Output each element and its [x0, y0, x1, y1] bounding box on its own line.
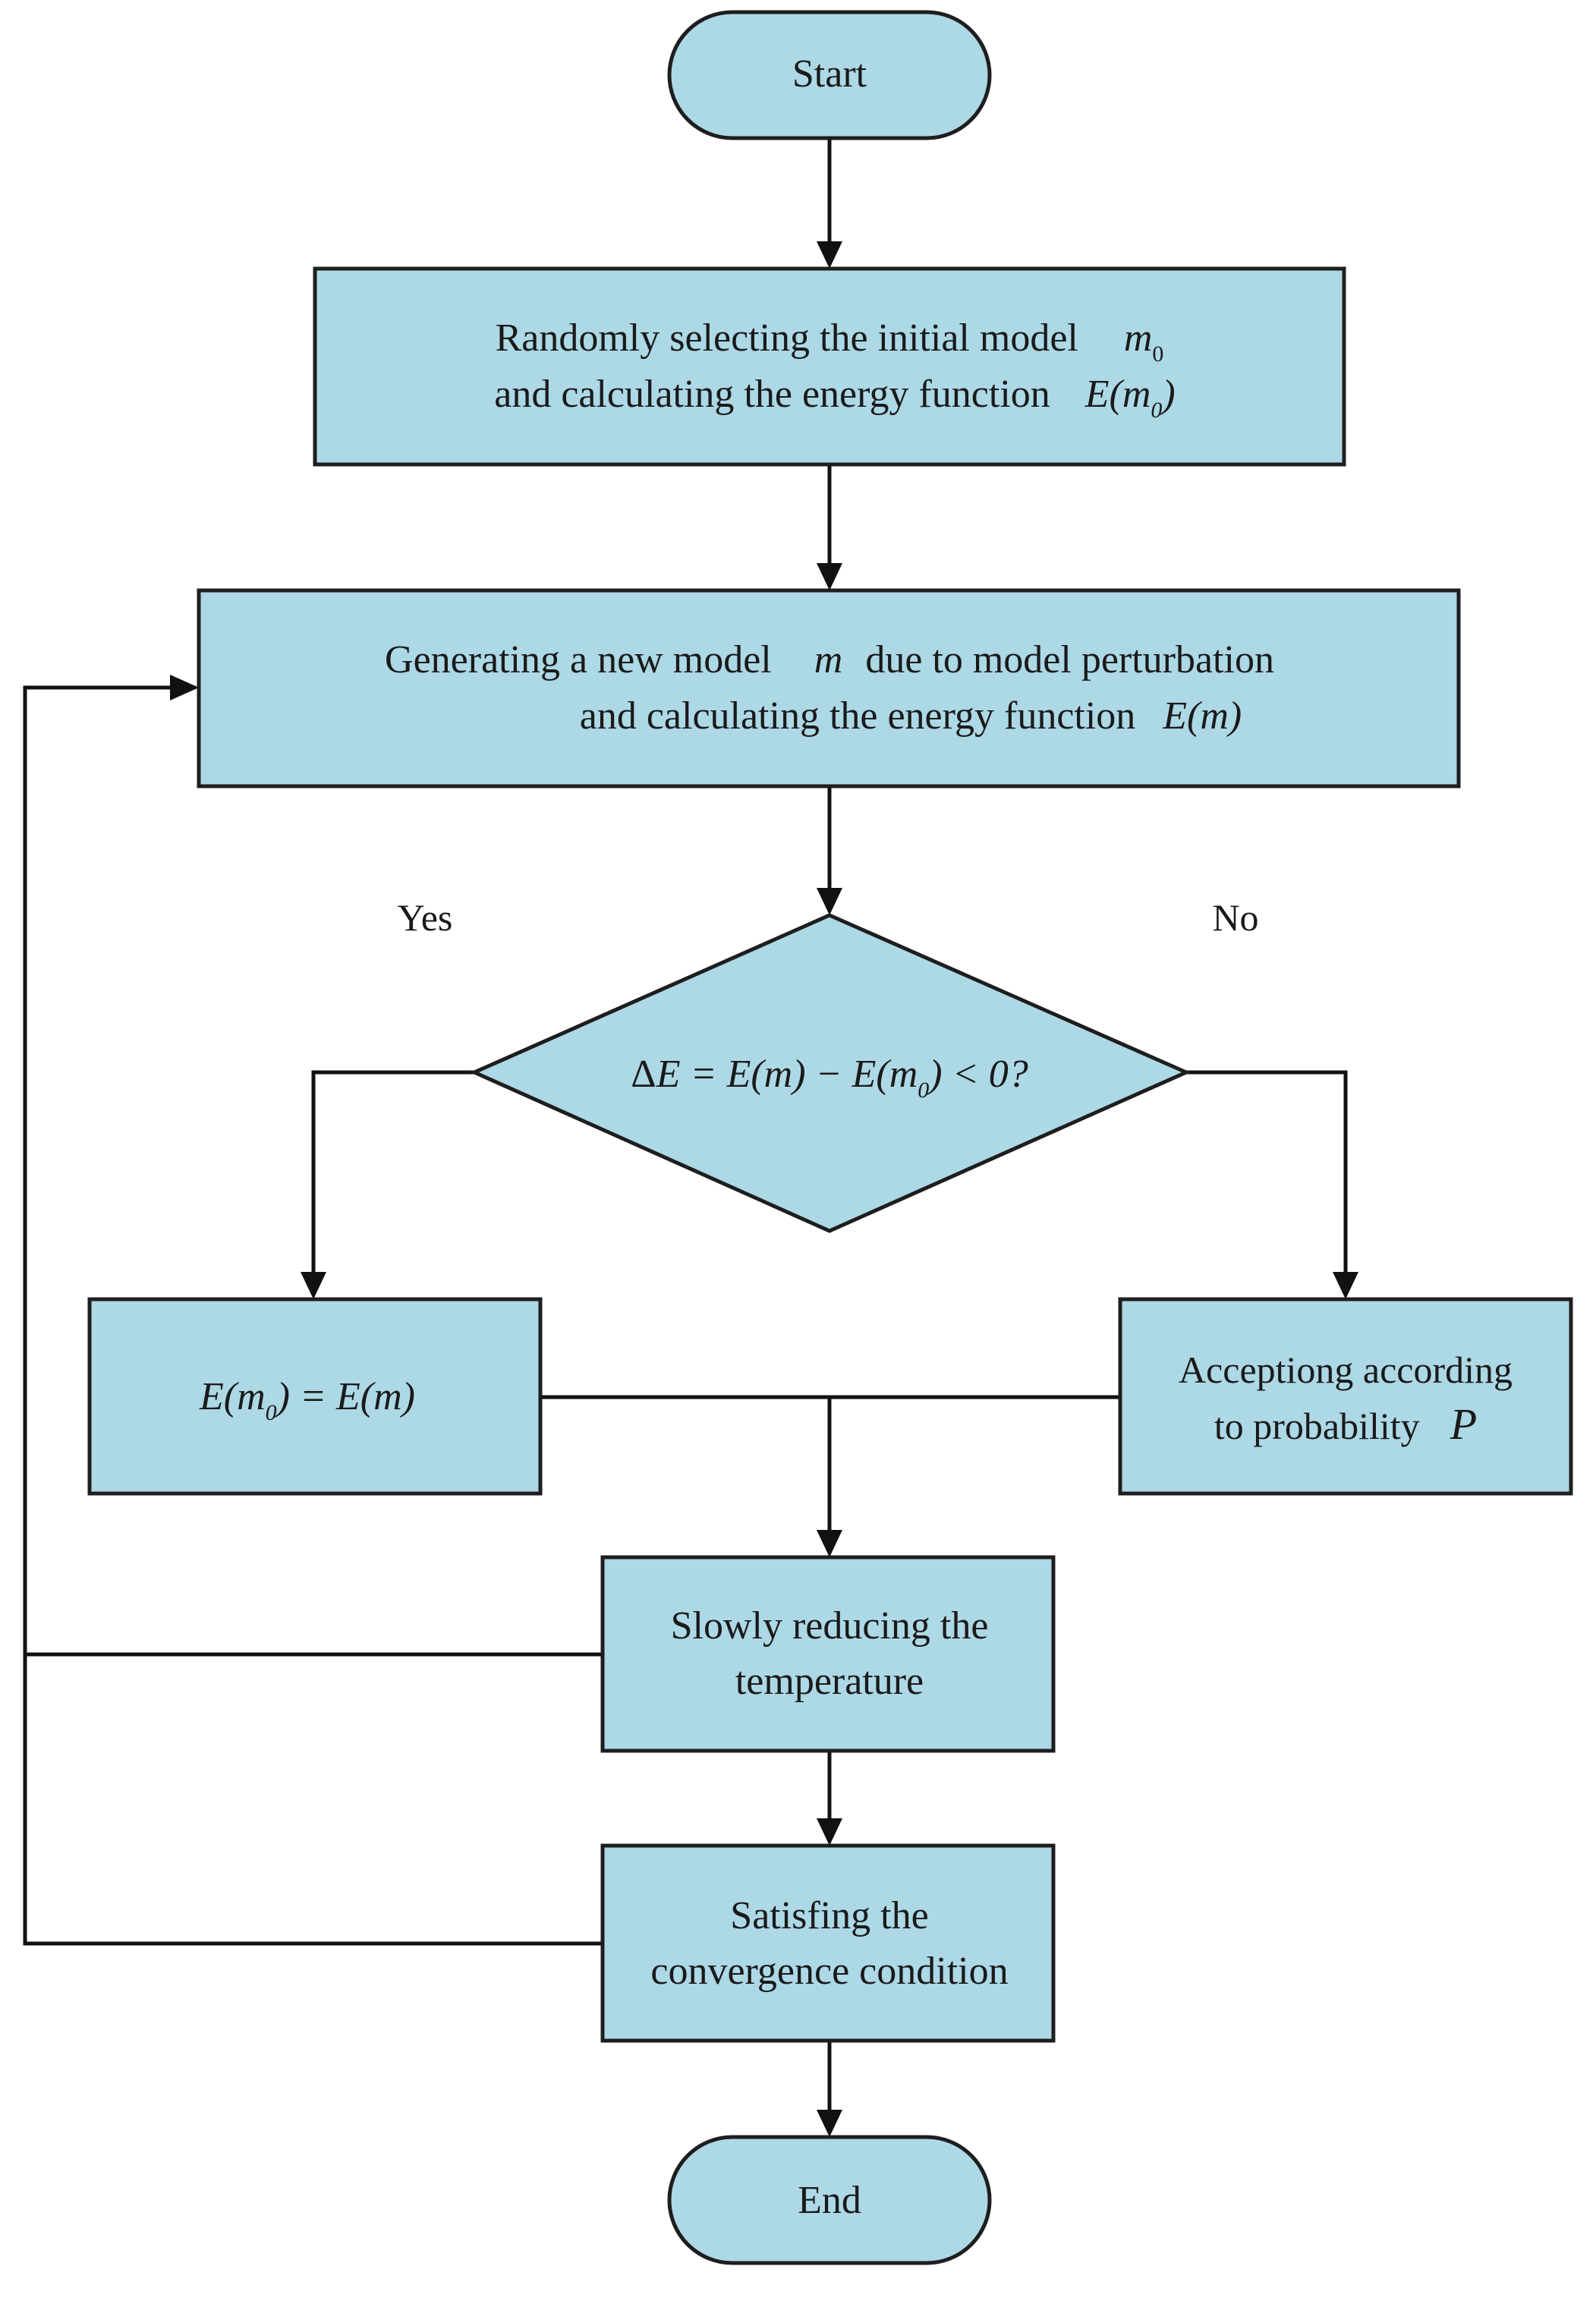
arrowhead: [170, 675, 199, 700]
arrow-decision-yes: [311, 1070, 474, 1272]
probability-line-1: Acceptiong according: [1179, 1349, 1513, 1391]
converge-process: Satisfing the convergence condition: [600, 1843, 1056, 2043]
reduce-process: Slowly reducing the temperature: [600, 1555, 1056, 1753]
arrowhead: [817, 563, 842, 590]
arrowhead: [817, 2110, 842, 2137]
decision-text-a: E = E(m) − E(m: [656, 1053, 918, 1096]
end-terminal: [667, 2135, 992, 2265]
probability-line-2-text: to probability: [1214, 1405, 1420, 1447]
accept-box: [87, 1297, 543, 1496]
probability-process: Acceptiong according to probability P: [1118, 1297, 1573, 1496]
init-box: [313, 266, 1346, 467]
decision-sub: 0: [918, 1078, 929, 1103]
decision-condition: ΔE = E(m) − E(m0) < 0?: [631, 1053, 1028, 1103]
reduce-box: [600, 1555, 1056, 1753]
loop-converge-to-generate: [23, 685, 603, 1946]
probability-box: [1118, 1297, 1573, 1496]
probability-line-2: to probability P: [1214, 1399, 1477, 1449]
converge-box: [600, 1843, 1056, 2043]
init-line-2-text: and calculating the energy function: [494, 373, 1050, 416]
decision-text-b: ) < 0?: [927, 1053, 1028, 1096]
generate-math-e: E(m): [1162, 694, 1242, 738]
arrow-decision-no: [1186, 1070, 1348, 1272]
accept-equation: E(m0) = E(m): [199, 1375, 415, 1425]
init-line-1: Randomly selecting the initial model m0: [496, 316, 1164, 367]
init-math-e-suffix: ): [1160, 373, 1175, 416]
arrowhead: [817, 888, 842, 915]
reduce-line-1: Slowly reducing the: [671, 1604, 989, 1648]
generate-process: Generating a new model m due to model pert…: [197, 588, 1461, 788]
generate-line-2: and calculating the energy function E(m): [580, 694, 1242, 738]
decision-delta: Δ: [631, 1053, 656, 1096]
accept-text-a: E(m: [199, 1375, 266, 1418]
arrowhead: [301, 1272, 326, 1299]
accept-sub: 0: [266, 1400, 277, 1425]
arrowhead: [817, 1530, 842, 1557]
arrowhead: [817, 1818, 842, 1846]
connectors: [23, 138, 1358, 2137]
init-math-m: m: [1124, 316, 1153, 360]
yes-label: Yes: [398, 896, 453, 939]
converge-line-1: Satisfing the: [730, 1894, 928, 1937]
start-node: Start: [667, 10, 992, 140]
accept-text-b: ) = E(m): [275, 1375, 415, 1418]
arrowhead: [1333, 1272, 1358, 1299]
converge-line-2: convergence condition: [650, 1950, 1008, 1993]
init-line-1-text: Randomly selecting the initial model: [496, 316, 1078, 360]
generate-line-2-text: and calculating the energy function: [580, 694, 1136, 738]
generate-line-1: Generating a new model m due to model pert…: [385, 638, 1274, 681]
generate-line-1-text-b: due to model perturbation: [865, 638, 1274, 681]
decision-diamond: [469, 913, 1191, 1233]
accept-process: E(m0) = E(m): [87, 1297, 543, 1496]
start-terminal: [667, 10, 992, 140]
probability-math-p: P: [1450, 1399, 1477, 1449]
decision-node: ΔE = E(m) − E(m0) < 0?: [469, 913, 1191, 1233]
arrowhead: [817, 241, 842, 269]
end-label: End: [798, 2179, 861, 2222]
init-math-e-sub: 0: [1151, 398, 1162, 423]
init-math-e-prefix: E(m: [1084, 373, 1151, 416]
generate-line-1-text-a: Generating a new model: [385, 638, 772, 681]
end-node: End: [667, 2135, 992, 2265]
reduce-line-2: temperature: [735, 1660, 924, 1703]
init-line-2: and calculating the energy function E(m0): [494, 373, 1176, 423]
generate-math-m: m: [814, 638, 843, 681]
generate-box: [197, 588, 1461, 788]
init-math-sub: 0: [1152, 342, 1163, 367]
start-label: Start: [792, 52, 867, 96]
no-label: No: [1212, 896, 1258, 939]
